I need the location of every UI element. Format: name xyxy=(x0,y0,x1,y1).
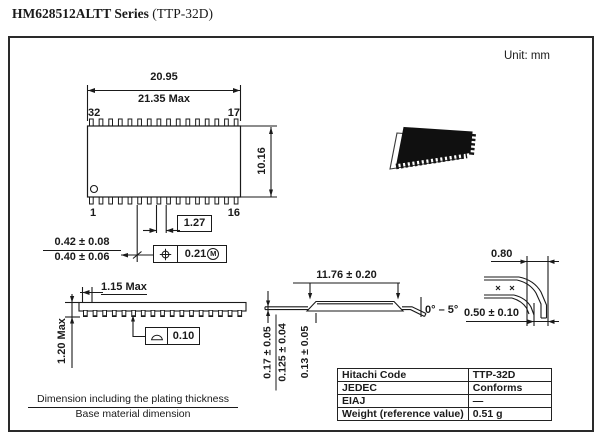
dim-standoff: 0.13 ± 0.05 xyxy=(299,325,311,379)
lead-thickness-base: 0.125 ± 0.04 xyxy=(276,323,288,382)
pin1-indicator-icon xyxy=(89,184,99,194)
section-thickness-dim xyxy=(266,291,317,323)
info-value: — xyxy=(467,394,552,408)
section-body xyxy=(264,297,427,317)
coplanarity-leader xyxy=(131,315,145,338)
package-code: (TTP-32D) xyxy=(148,6,214,21)
series-name: HM628512ALTT Series xyxy=(12,6,149,21)
dim-lead-length: 1.15 Max xyxy=(101,281,147,295)
dim-total-height: 1.20 Max xyxy=(56,318,68,364)
table-row: EIAJ — xyxy=(337,394,552,408)
table-row: JEDEC Conforms xyxy=(337,381,552,395)
legend-base-note: Base material dimension xyxy=(75,407,191,420)
pin-label-32: 32 xyxy=(88,107,101,119)
pin-label-1: 1 xyxy=(90,207,97,219)
lead-detail xyxy=(466,256,559,326)
legend-plating-note: Dimension including the plating thicknes… xyxy=(28,393,238,408)
side-view xyxy=(78,301,247,317)
lead-width-base: 0.40 ± 0.06 xyxy=(54,250,110,263)
dim-overall-width-max: 21.35 Max xyxy=(138,93,190,105)
dim-foot-length: 0.50 ± 0.10 xyxy=(464,307,519,319)
mmc-modifier-icon: M xyxy=(207,248,220,260)
dim-lead-pitch: 1.27 xyxy=(177,215,212,232)
dimension-legend: Dimension including the plating thicknes… xyxy=(28,393,238,420)
drawing-frame xyxy=(8,36,594,432)
pin-label-16: 16 xyxy=(227,207,240,219)
section-dimension-1176 xyxy=(293,282,401,300)
info-value: 0.51 g xyxy=(467,407,552,421)
info-label: EIAJ xyxy=(337,394,469,408)
top-view-dimension-pitch xyxy=(143,205,180,233)
info-label: Weight (reference value) xyxy=(337,407,469,421)
top-view-dimension-1016 xyxy=(241,125,277,198)
info-value: Conforms xyxy=(467,381,552,395)
position-tolerance-number: 0.21 xyxy=(184,248,207,260)
coplanarity-tolerance-frame: 0.10 xyxy=(145,327,200,345)
pin-label-17: 17 xyxy=(227,107,240,119)
dim-body-depth: 10.16 xyxy=(256,147,268,175)
coplanarity-value: 0.10 xyxy=(167,328,199,344)
dim-lead-angle: 0° – 5° xyxy=(425,304,459,316)
page-title: HM628512ALTT Series (TTP-32D) xyxy=(12,6,213,22)
lead-width-leader xyxy=(121,205,153,262)
info-value: TTP-32D xyxy=(467,368,552,382)
info-label: JEDEC xyxy=(337,381,469,395)
dim-overall-width: 20.95 xyxy=(150,71,178,83)
lead-width-plated: 0.42 ± 0.08 xyxy=(43,236,121,251)
position-symbol-icon xyxy=(154,246,177,262)
seating-plane-symbol-icon xyxy=(146,328,167,344)
table-row: Hitachi Code TTP-32D xyxy=(337,368,552,382)
table-row: Weight (reference value) 0.51 g xyxy=(337,407,552,421)
top-view-dimension-2095 xyxy=(86,85,242,121)
dim-foot-projection: 0.80 xyxy=(491,248,513,260)
package-3d-image xyxy=(389,126,476,170)
lead-thickness-fraction: 0.17 ± 0.05 0.125 ± 0.04 xyxy=(261,314,289,391)
side-view-dimension-115 xyxy=(80,287,103,302)
package-info-table: Hitachi Code TTP-32D JEDEC Conforms EIAJ… xyxy=(337,368,552,421)
unit-label: Unit: mm xyxy=(504,50,550,62)
side-view-dimension-120 xyxy=(65,294,80,368)
lead-thickness-plated: 0.17 ± 0.05 xyxy=(261,314,276,391)
lead-width-fraction: 0.42 ± 0.08 0.40 ± 0.06 xyxy=(43,236,121,263)
top-view-body xyxy=(86,125,242,198)
info-label: Hitachi Code xyxy=(337,368,469,382)
dim-body-width: 11.76 ± 0.20 xyxy=(316,269,377,281)
